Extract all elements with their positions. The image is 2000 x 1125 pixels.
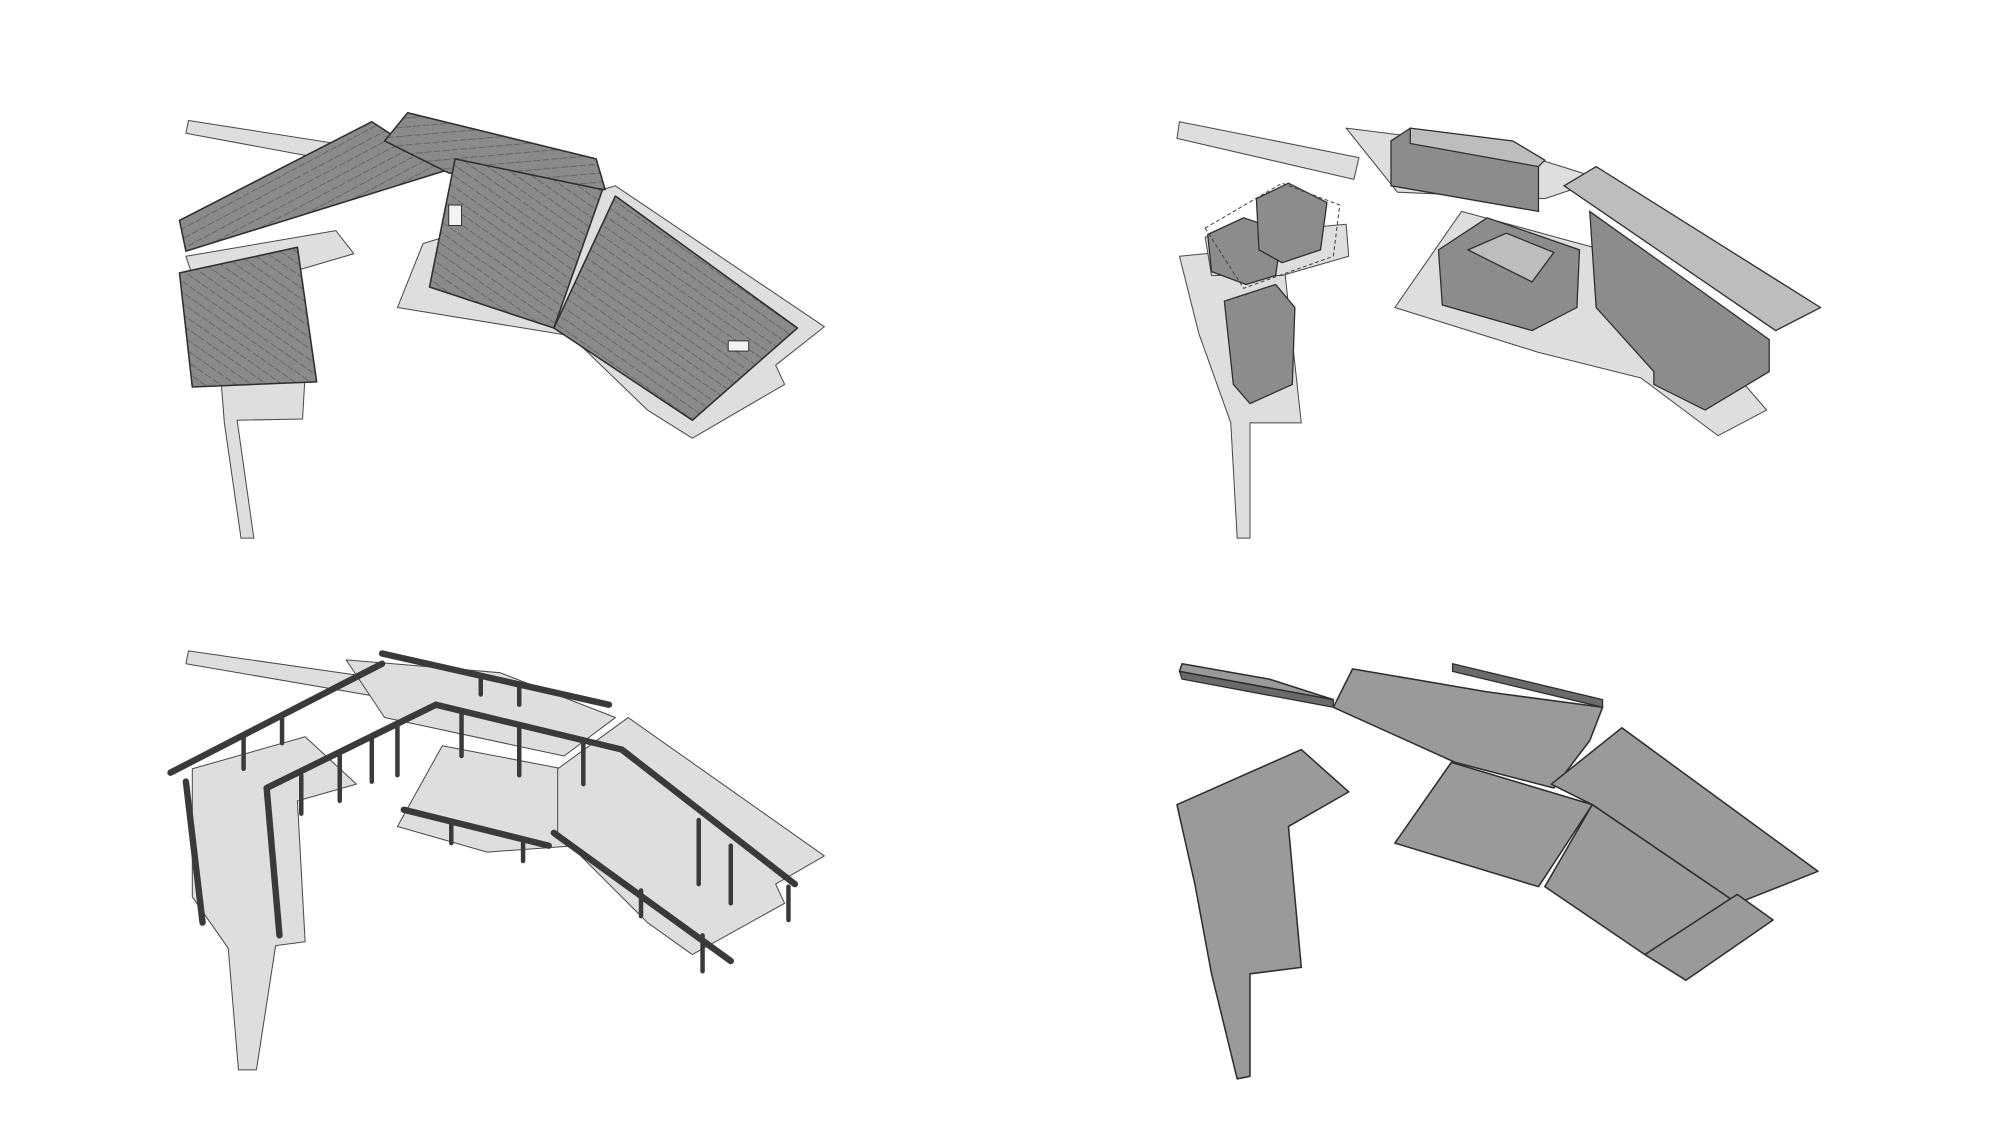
beam-west-vertical <box>182 778 206 926</box>
east-ground <box>557 717 825 956</box>
skylight <box>727 340 750 352</box>
east-wing-wall <box>1589 210 1770 411</box>
slab-southeast <box>1644 893 1774 981</box>
east-wing-roof <box>1562 165 1822 332</box>
roof-southwest-wing <box>178 246 318 388</box>
skylight <box>448 204 463 227</box>
volume-north <box>1390 127 1540 213</box>
courtyard-top <box>1466 232 1555 283</box>
slab-road <box>1178 662 1335 701</box>
outline-dashed <box>1204 182 1341 289</box>
slab-north-strip <box>1451 662 1604 709</box>
beam-central-east <box>432 701 625 753</box>
volume-southwest-room <box>1223 283 1296 405</box>
road-ground <box>185 650 386 698</box>
beam-central-vertical <box>263 784 283 939</box>
road-ground <box>1176 121 1360 180</box>
panel-floor-slabs <box>1176 662 1819 1080</box>
panel-walls-volumes <box>1176 121 1822 539</box>
posts <box>241 673 791 974</box>
beam-east <box>618 746 799 888</box>
beam-west <box>167 660 386 776</box>
volume-courtyard <box>1437 217 1581 332</box>
volume-west-room-b <box>1255 182 1328 264</box>
slab-east-upper <box>1550 727 1819 905</box>
volume-north-top <box>1409 127 1546 168</box>
roof-east-wing <box>553 195 799 422</box>
roof-north-wing <box>383 111 606 191</box>
slab-north <box>1332 668 1604 789</box>
slab-west-L <box>1176 748 1350 1080</box>
panel-structure <box>167 650 825 1071</box>
beam-north <box>378 650 613 708</box>
beam-central <box>263 701 440 792</box>
panel-roof-plan <box>178 111 825 539</box>
left-path-ground <box>220 373 306 539</box>
